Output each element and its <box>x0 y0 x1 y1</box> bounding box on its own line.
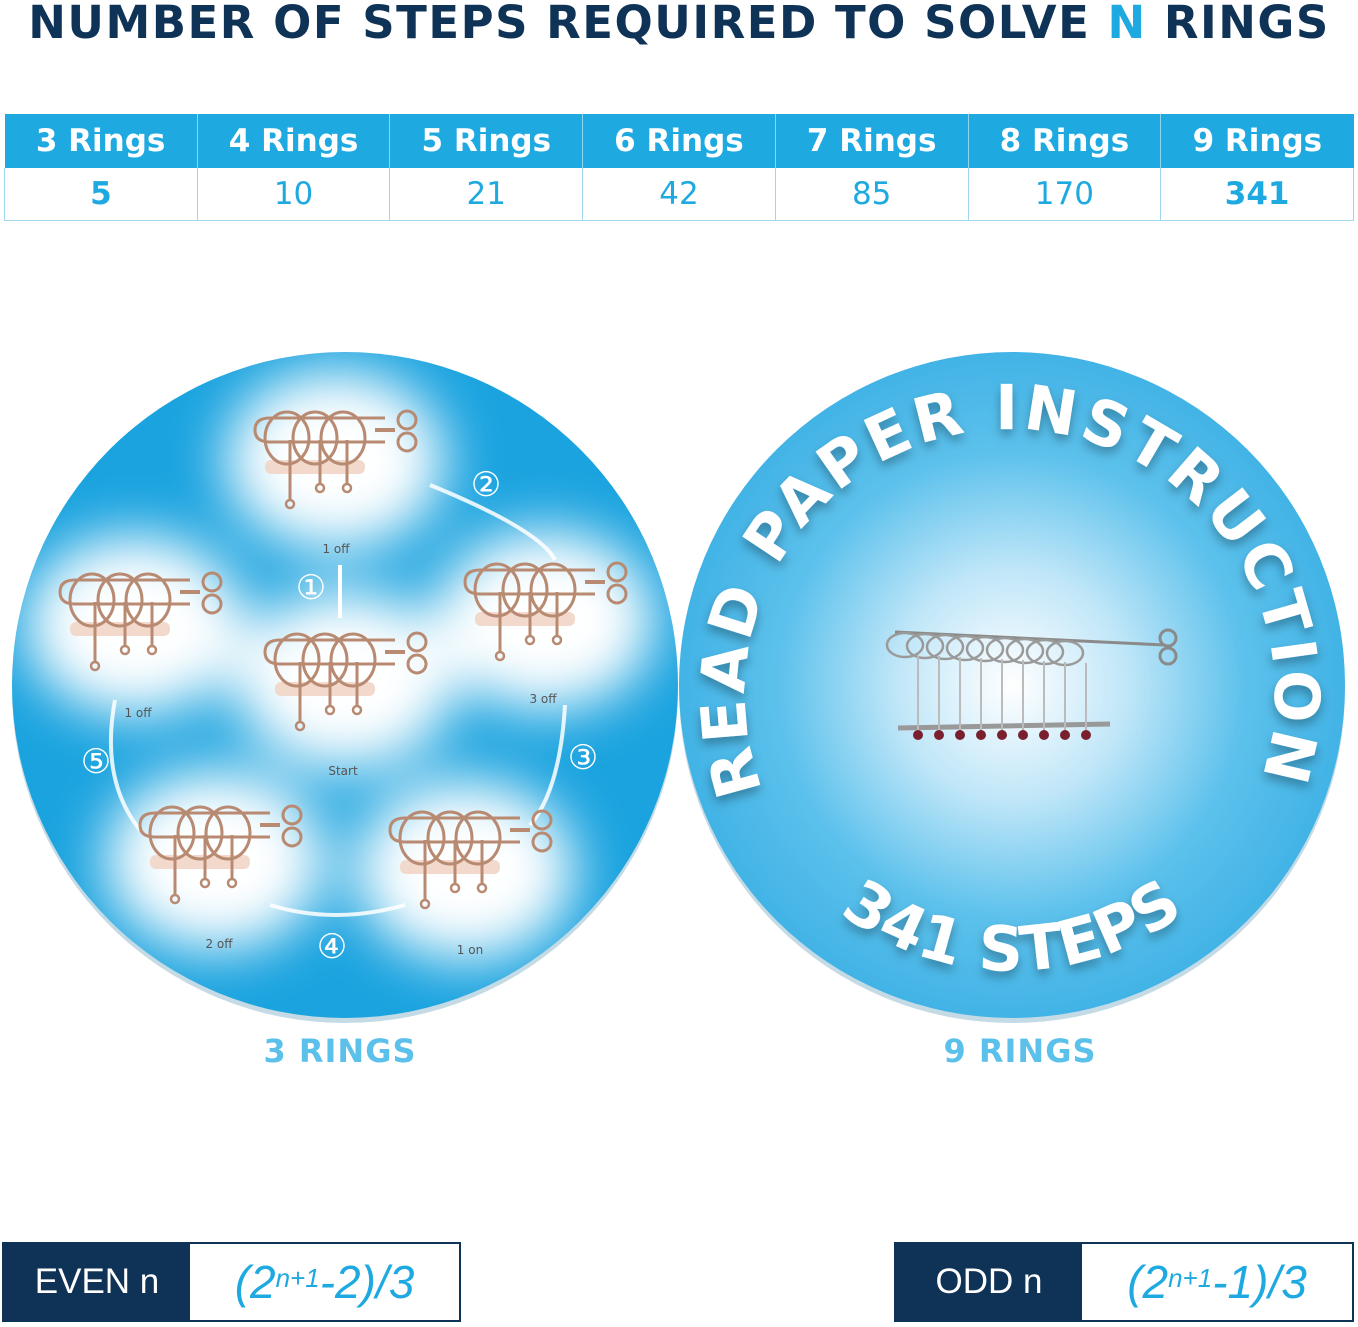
state-label: 3 off <box>529 692 557 706</box>
right-caption: 9 RINGS <box>943 1032 1097 1070</box>
state-label: 1 off <box>124 706 152 720</box>
state-label: Start <box>328 764 358 778</box>
steps-table: 3 Rings 4 Rings 5 Rings 6 Rings 7 Rings … <box>4 114 1354 221</box>
left-caption: 3 RINGS <box>263 1032 417 1070</box>
header-cell: 9 Rings <box>1160 114 1354 168</box>
value-cell: 21 <box>389 168 584 221</box>
step-number: ② <box>471 465 501 505</box>
header-cell: 4 Rings <box>197 114 391 168</box>
even-label: EVEN n <box>4 1244 190 1320</box>
value-cell: 85 <box>774 168 969 221</box>
state-label: 1 on <box>457 943 483 957</box>
header-cell: 7 Rings <box>775 114 969 168</box>
three-rings-diagram: 1 off 3 off Start 1 off 2 off 1 on ① ② ③… <box>12 352 678 1023</box>
value-cell: 5 <box>4 168 198 221</box>
step-number: ③ <box>568 738 598 778</box>
step-number: ① <box>296 568 326 608</box>
table-row: 5 10 21 42 85 170 341 <box>4 168 1354 221</box>
table-header-row: 3 Rings 4 Rings 5 Rings 6 Rings 7 Rings … <box>4 114 1354 168</box>
value-cell: 170 <box>967 168 1162 221</box>
state-label: 1 off <box>322 542 350 556</box>
nine-ring-puzzle-icon <box>885 628 1178 740</box>
odd-label: ODD n <box>896 1244 1082 1320</box>
header-cell: 5 Rings <box>389 114 584 168</box>
header-cell: 8 Rings <box>968 114 1162 168</box>
header-cell: 3 Rings <box>4 114 198 168</box>
page-title: NUMBER OF STEPS REQUIRED TO SOLVE N RING… <box>28 0 1330 49</box>
value-cell: 341 <box>1160 168 1354 221</box>
step-number: ⑤ <box>81 742 111 782</box>
state-label: 2 off <box>205 937 233 951</box>
header-cell: 6 Rings <box>582 114 776 168</box>
nine-rings-diagram: READ PAPER INSTRUCTION 341 STEPS <box>679 352 1345 1023</box>
step-number: ④ <box>317 927 347 967</box>
value-cell: 10 <box>196 168 391 221</box>
value-cell: 42 <box>582 168 776 221</box>
